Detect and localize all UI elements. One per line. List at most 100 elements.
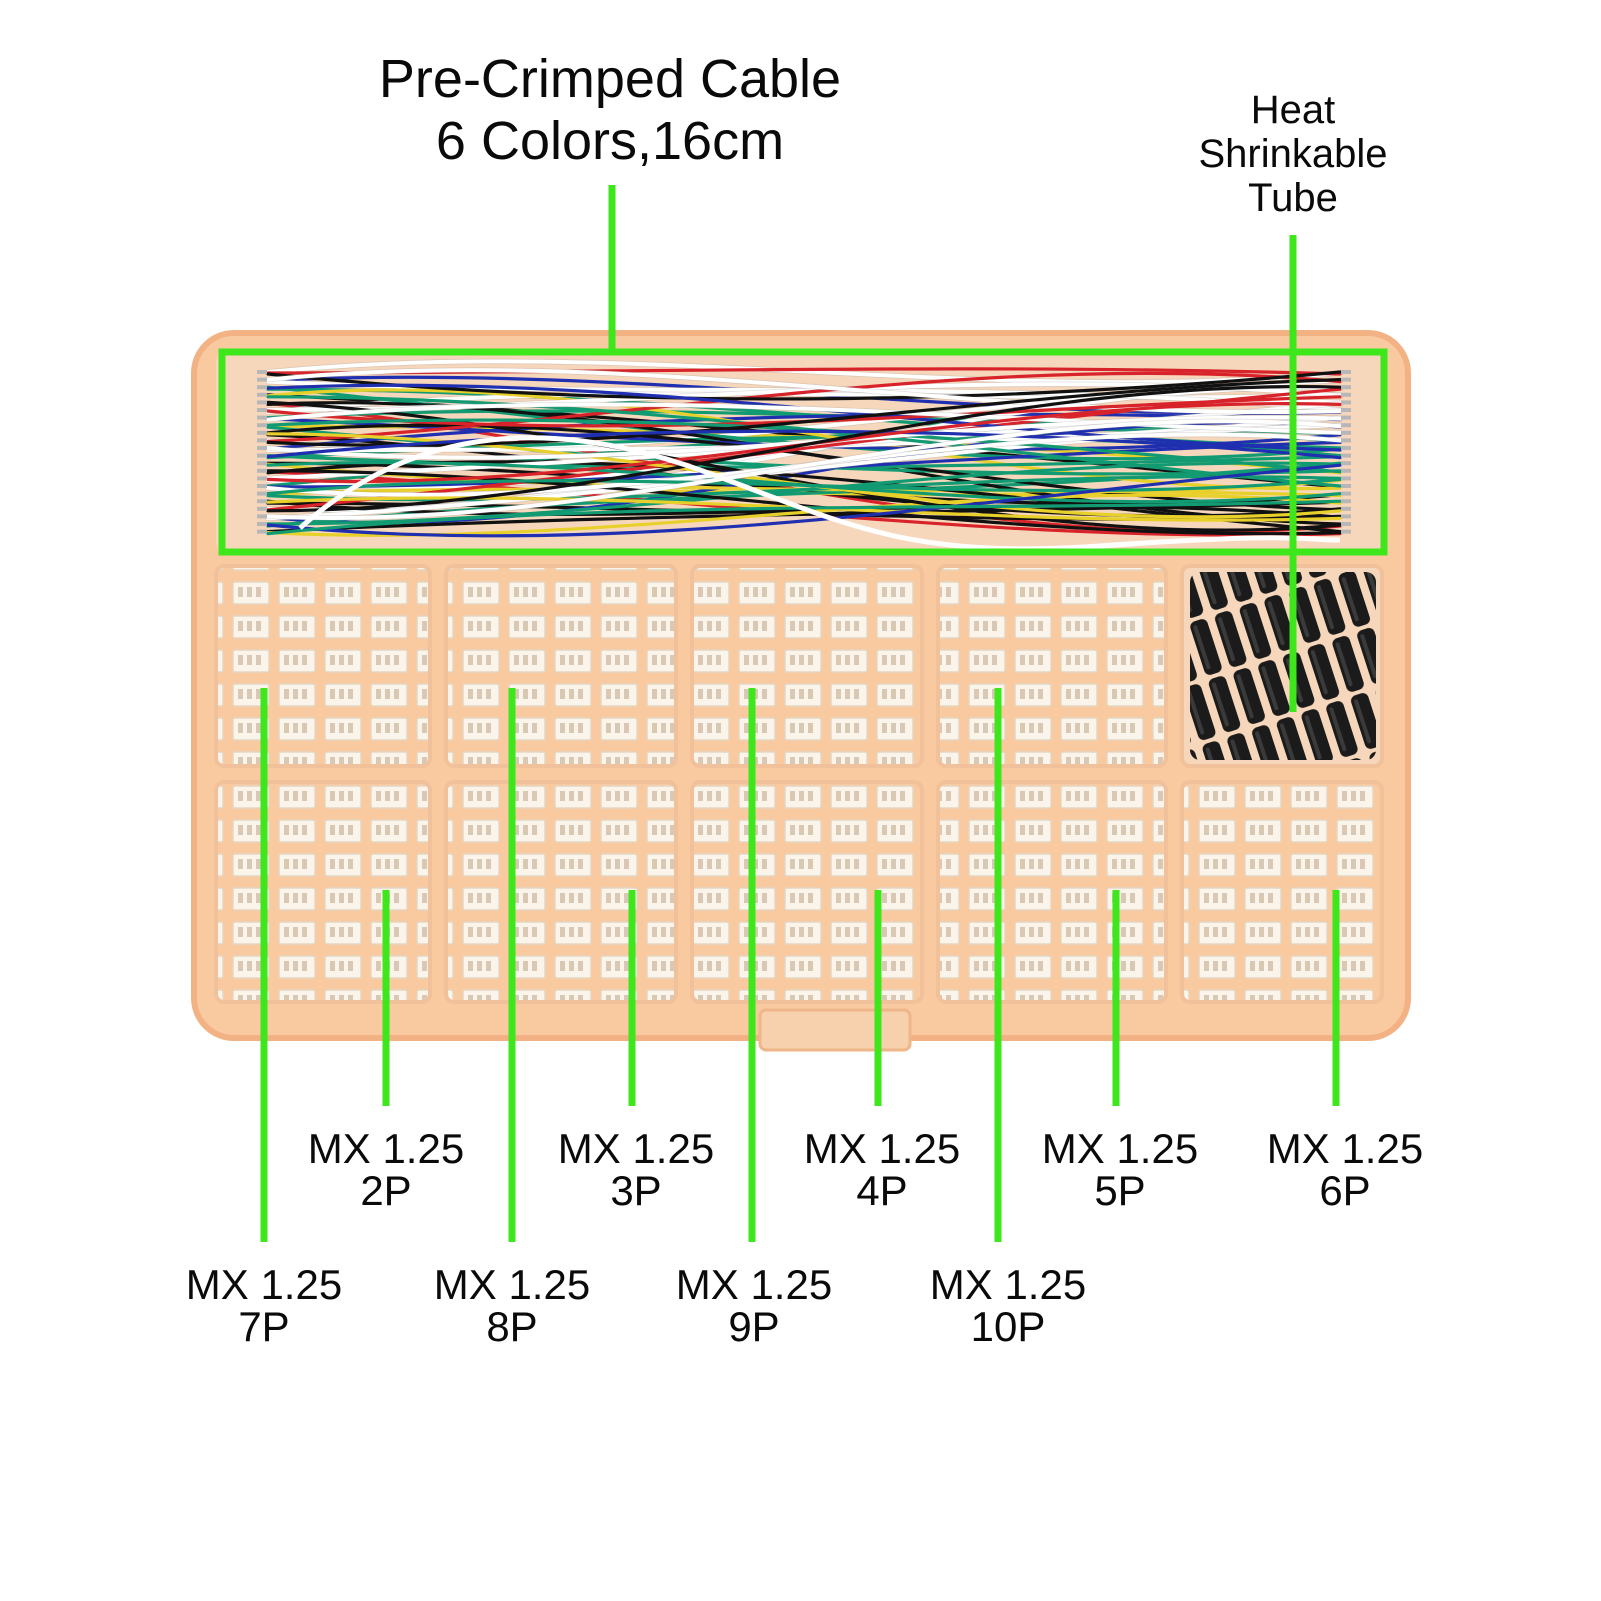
heat-tube-label: Heat Shrinkable Tube xyxy=(1176,90,1410,218)
wire xyxy=(266,371,1342,443)
wire xyxy=(266,469,1342,536)
compartment-9p xyxy=(690,564,924,768)
crimp-terminal xyxy=(1341,506,1351,511)
crimp-terminal xyxy=(257,438,267,443)
wire xyxy=(266,402,1342,435)
crimp-terminal xyxy=(1341,438,1351,443)
wire xyxy=(266,415,1342,460)
connector-label-7p: MX 1.25 7P xyxy=(164,1264,364,1348)
crimp-terminal xyxy=(1341,446,1351,450)
crimp-terminal xyxy=(1341,370,1351,374)
connector-label-8p: MX 1.25 8P xyxy=(412,1264,612,1348)
crimp-terminal xyxy=(257,446,267,450)
wire xyxy=(266,419,1342,520)
crimp-terminal xyxy=(257,484,267,488)
crimp-terminal xyxy=(257,453,267,458)
crimp-terminal xyxy=(257,392,267,397)
wire xyxy=(266,385,1342,513)
crimp-terminal xyxy=(1341,522,1351,526)
crimp-terminal xyxy=(1341,468,1351,473)
compartment-6p xyxy=(1180,780,1384,1004)
crimp-terminal xyxy=(257,491,267,496)
box-handle-tab xyxy=(758,1008,912,1052)
crimp-terminal xyxy=(257,430,267,435)
connector-label-10p-line1: MX 1.25 xyxy=(929,1261,1087,1308)
crimp-terminal xyxy=(1341,491,1351,496)
cable-title-line1: Pre-Crimped Cable xyxy=(378,49,842,109)
connector-label-10p-line2: 10P xyxy=(970,1303,1046,1350)
crimp-terminal xyxy=(257,423,267,428)
crimp-terminal xyxy=(257,468,267,473)
wire xyxy=(266,400,1342,532)
connector-label-6p-line2: 6P xyxy=(1319,1167,1371,1214)
wire xyxy=(266,368,1342,415)
crimp-terminal xyxy=(1341,415,1351,420)
compartment-7p xyxy=(214,564,432,768)
crimp-terminal xyxy=(1341,484,1351,488)
wire xyxy=(266,477,1342,496)
connector-label-4p: MX 1.25 4P xyxy=(782,1128,982,1212)
wire xyxy=(266,423,1342,512)
wire xyxy=(266,370,1342,401)
crimp-terminal xyxy=(1341,453,1351,458)
crimp-terminal xyxy=(1341,400,1351,405)
crimp-terminal xyxy=(257,415,267,420)
crimp-terminal xyxy=(257,506,267,511)
heat-tube-line1: Heat xyxy=(1250,88,1336,132)
compartment-4p xyxy=(690,780,924,1004)
connector-label-10p: MX 1.25 10P xyxy=(908,1264,1108,1348)
wire xyxy=(266,418,1342,474)
crimp-terminal xyxy=(1341,408,1351,412)
connector-label-5p: MX 1.25 5P xyxy=(1020,1128,1220,1212)
crimp-terminal xyxy=(1341,377,1351,382)
compartment-8p xyxy=(444,564,678,768)
connector-label-3p-line1: MX 1.25 xyxy=(557,1125,715,1172)
crimp-terminal xyxy=(257,522,267,526)
crimp-terminal xyxy=(257,408,267,412)
connector-label-9p-line2: 9P xyxy=(728,1303,780,1350)
connector-label-6p-line1: MX 1.25 xyxy=(1266,1125,1424,1172)
connector-label-4p-line1: MX 1.25 xyxy=(803,1125,961,1172)
connector-label-2p: MX 1.25 2P xyxy=(286,1128,486,1212)
crimp-terminal xyxy=(1341,385,1351,390)
crimp-terminal xyxy=(1341,392,1351,397)
connector-label-5p-line1: MX 1.25 xyxy=(1041,1125,1199,1172)
crimp-terminal xyxy=(257,377,267,382)
compartment-5p xyxy=(936,780,1168,1004)
crimp-terminal xyxy=(257,370,267,374)
crimp-terminal xyxy=(1341,499,1351,504)
heat-tube-pile xyxy=(1190,572,1376,760)
connector-label-3p-line2: 3P xyxy=(610,1167,662,1214)
crimp-terminal xyxy=(257,476,267,481)
crimp-terminal xyxy=(1341,423,1351,428)
crimp-terminal xyxy=(1341,430,1351,435)
crimp-terminal xyxy=(257,499,267,504)
wire xyxy=(266,378,1342,447)
connector-label-9p: MX 1.25 9P xyxy=(654,1264,854,1348)
crimp-terminal xyxy=(1341,514,1351,519)
crimp-terminal xyxy=(1341,529,1351,534)
wire xyxy=(266,359,1342,385)
crimp-terminal xyxy=(257,461,267,466)
cable-title-line2: 6 Colors,16cm xyxy=(435,111,785,171)
compartment-3p xyxy=(444,780,678,1004)
compartment-10p xyxy=(936,564,1168,768)
heat-tube-line3: Tube xyxy=(1248,176,1338,220)
connector-label-9p-line1: MX 1.25 xyxy=(675,1261,833,1308)
cable-title-label: Pre-Crimped Cable 6 Colors,16cm xyxy=(350,52,870,168)
heat-tube-line2: Shrinkable xyxy=(1198,132,1388,176)
crimp-terminal xyxy=(257,514,267,519)
connector-label-6p: MX 1.25 6P xyxy=(1245,1128,1445,1212)
loose-wire xyxy=(298,435,1341,552)
crimp-terminal xyxy=(1341,476,1351,481)
connector-label-8p-line1: MX 1.25 xyxy=(433,1261,591,1308)
cable-highlight-box xyxy=(218,348,1388,556)
crimp-terminal xyxy=(257,529,267,534)
wire xyxy=(266,463,1342,538)
connector-label-2p-line1: MX 1.25 xyxy=(307,1125,465,1172)
compartment-2p xyxy=(214,780,432,1004)
pre-crimped-wires xyxy=(257,359,1351,552)
crimp-terminal xyxy=(257,385,267,390)
